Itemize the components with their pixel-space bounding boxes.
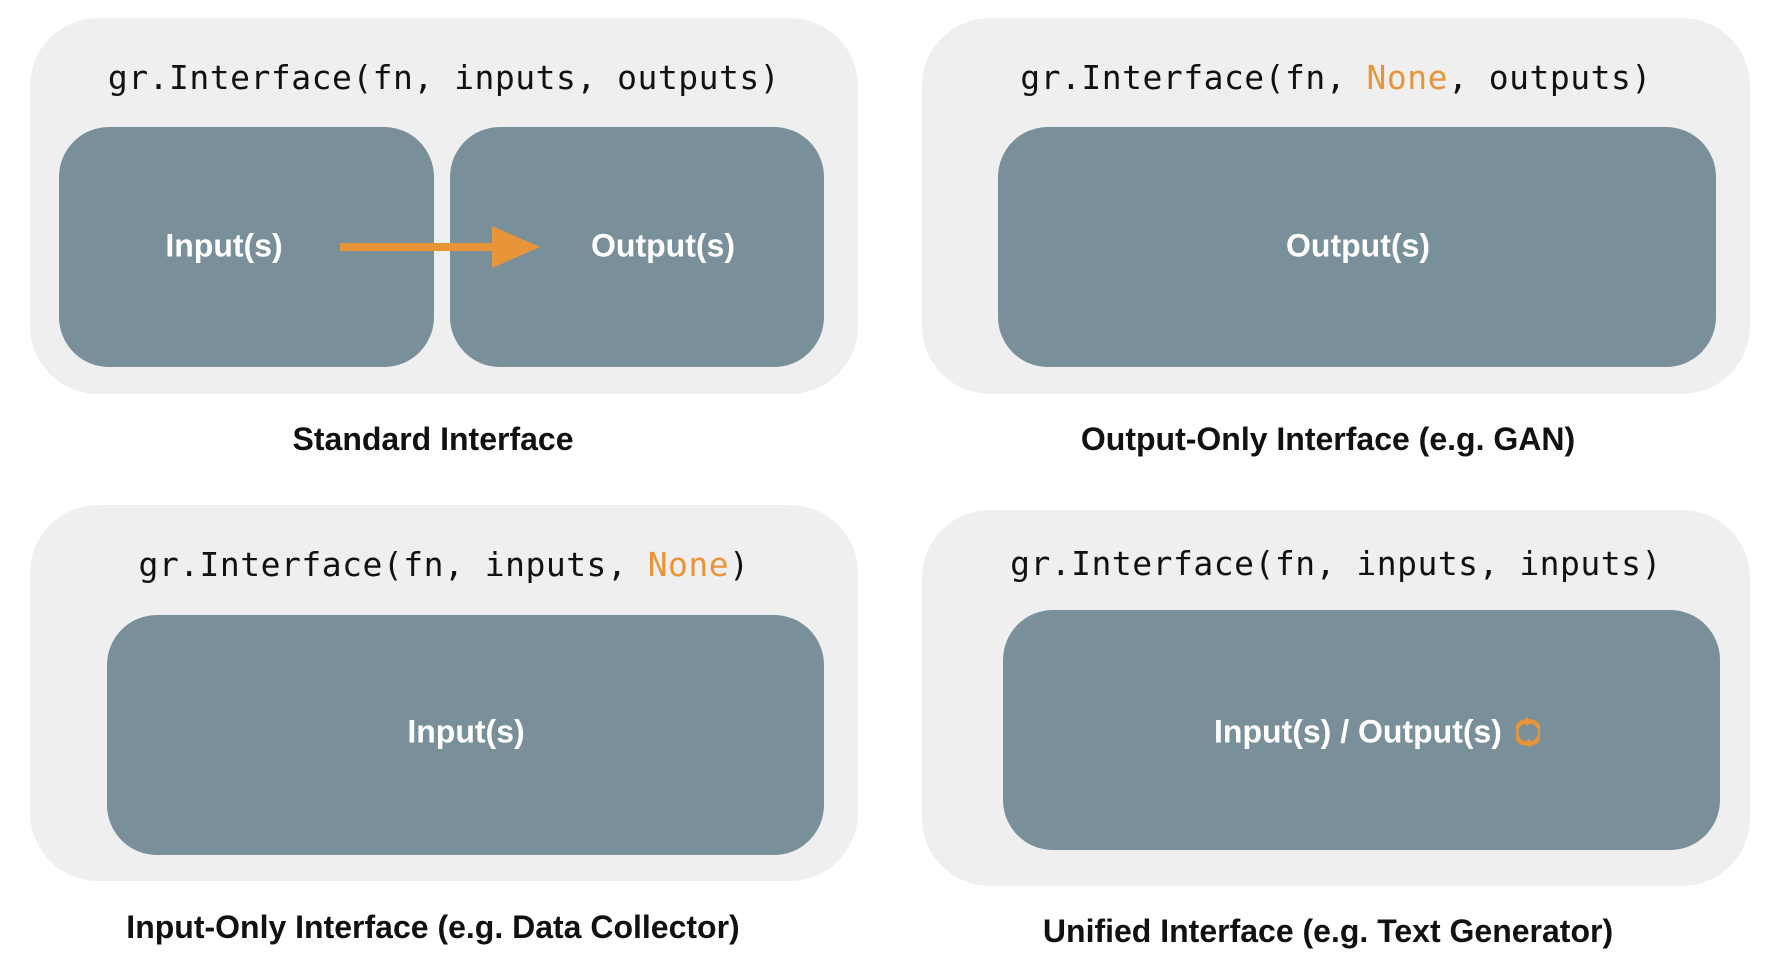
code-arg-outputs: outputs (1488, 58, 1632, 97)
standard-interface-panel: gr.Interface(fn, inputs, outputs) Input(… (30, 18, 858, 394)
code-prefix: gr.Interface(fn, (1020, 58, 1367, 97)
input-box (107, 615, 824, 855)
code-prefix: gr.Interface(fn, (138, 545, 485, 584)
output-box-label: Output(s) (1286, 227, 1430, 264)
output-only-interface-panel: gr.Interface(fn, None, outputs) Output(s… (922, 18, 1750, 394)
code-signature: gr.Interface(fn, inputs, outputs) (30, 58, 858, 97)
input-only-interface-caption: Input-Only Interface (e.g. Data Collecto… (126, 909, 740, 945)
refresh-cycle-icon (1515, 717, 1540, 748)
code-separator: , (1478, 544, 1520, 583)
code-suffix: ) (729, 545, 750, 584)
unified-interface-caption: Unified Interface (e.g. Text Generator) (1042, 913, 1614, 949)
output-only-interface-caption: Output-Only Interface (e.g. GAN) (1080, 421, 1576, 457)
unified-interface-panel: gr.Interface(fn, inputs, inputs) Input(s… (922, 510, 1750, 886)
input-box-label: Input(s) (407, 713, 525, 750)
output-box (998, 127, 1716, 367)
input-output-box-label: Input(s) / Output(s) (1214, 713, 1502, 750)
code-separator: , (576, 58, 618, 97)
code-arg-none: None (647, 545, 730, 584)
code-signature: gr.Interface(fn, inputs, None) (30, 545, 858, 584)
code-suffix: ) (759, 58, 781, 97)
code-arg-inputs: inputs (1356, 544, 1479, 583)
code-prefix: gr.Interface(fn, (107, 58, 455, 97)
code-suffix: ) (1631, 58, 1652, 97)
input-only-interface-panel: gr.Interface(fn, inputs, None) Input(s) (30, 505, 858, 881)
code-separator: , (606, 545, 648, 584)
code-arg-inputs: inputs (454, 58, 577, 97)
input-output-box-label-wrap: Input(s) / Output(s) (1214, 714, 1540, 751)
code-arg-outputs: outputs (617, 58, 760, 97)
code-arg-outputs: inputs (1519, 544, 1642, 583)
input-output-box (1003, 610, 1720, 850)
standard-interface-caption: Standard Interface (292, 421, 574, 457)
code-signature: gr.Interface(fn, inputs, inputs) (922, 544, 1750, 583)
code-arg-none: None (1366, 58, 1449, 97)
code-suffix: ) (1641, 544, 1662, 583)
input-box-label: Input(s) (165, 227, 283, 264)
arrow-right-icon (340, 226, 540, 268)
code-signature: gr.Interface(fn, None, outputs) (922, 58, 1750, 97)
code-separator: , (1448, 58, 1489, 97)
code-prefix: gr.Interface(fn, (1010, 544, 1357, 583)
output-box-label: Output(s) (591, 227, 735, 264)
code-arg-inputs: inputs (484, 545, 607, 584)
